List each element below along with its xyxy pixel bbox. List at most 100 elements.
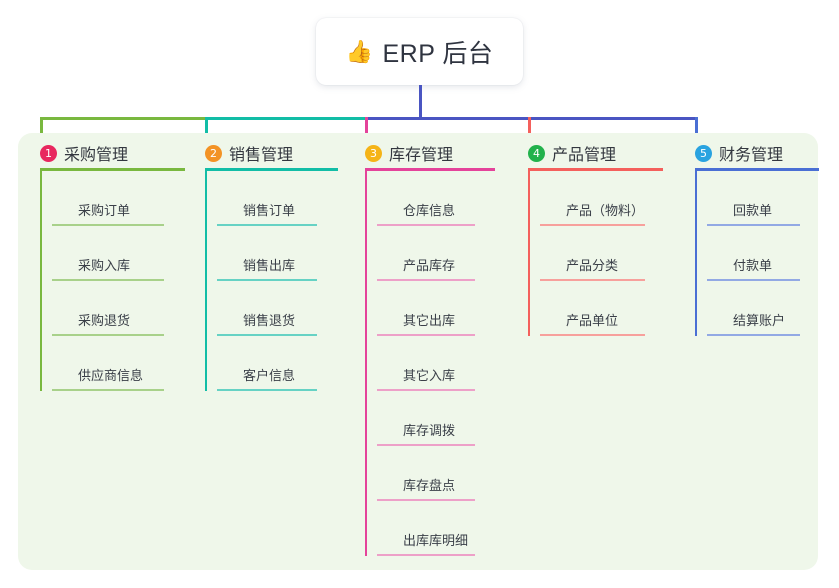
branch-underline-1 (40, 168, 185, 171)
branch-stub-5 (695, 117, 698, 143)
leaf-item[interactable]: 付款单 (707, 226, 800, 281)
branch-spine-5 (695, 171, 697, 336)
leaf-label: 出库库明细 (403, 533, 469, 548)
leaf-item[interactable]: 回款单 (707, 171, 800, 226)
leaf-label: 销售出库 (243, 258, 296, 273)
leaf-underline (52, 334, 164, 336)
leaf-item[interactable]: 产品分类 (540, 226, 645, 281)
branch-underline-4 (528, 168, 663, 171)
leaf-label: 产品库存 (403, 258, 456, 273)
leaf-item[interactable]: 销售退货 (217, 281, 317, 336)
branch-badge-2: 2 (205, 144, 222, 162)
leaf-label: 付款单 (733, 258, 773, 273)
leaf-underline (377, 389, 475, 391)
leaf-label: 销售退货 (243, 313, 296, 328)
root-node[interactable]: 👍 ERP 后台 (316, 18, 523, 85)
leaf-underline (707, 279, 800, 281)
leaf-underline (217, 279, 317, 281)
leaf-underline (377, 499, 475, 501)
branch-spine-2 (205, 171, 207, 391)
leaf-underline (217, 389, 317, 391)
leaf-item[interactable]: 供应商信息 (52, 336, 164, 391)
branch-spine-4 (528, 171, 530, 336)
root-title-text: ERP 后台 (382, 39, 494, 68)
leaf-label: 采购入库 (78, 258, 131, 273)
leaf-label: 供应商信息 (78, 368, 144, 383)
leaf-label: 销售订单 (243, 203, 296, 218)
branch-badge-5: 5 (695, 144, 712, 162)
root-title-group: 👍 ERP 后台 (346, 34, 494, 70)
leaf-label: 结算账户 (733, 313, 786, 328)
leaf-item[interactable]: 产品库存 (377, 226, 475, 281)
leaf-underline (707, 334, 800, 336)
branch-spine-3 (365, 171, 367, 556)
branch-stub-1 (40, 117, 43, 143)
leaf-label: 采购订单 (78, 203, 131, 218)
leaf-item[interactable]: 仓库信息 (377, 171, 475, 226)
leaf-underline (540, 279, 645, 281)
leaf-item[interactable]: 采购退货 (52, 281, 164, 336)
leaf-underline (52, 279, 164, 281)
leaf-item[interactable]: 出库库明细 (377, 501, 475, 556)
leaf-label: 产品分类 (566, 258, 619, 273)
leaf-underline (377, 334, 475, 336)
leaf-label: 库存盘点 (403, 478, 456, 493)
branch-underline-2 (205, 168, 338, 171)
branch-spine-1 (40, 171, 42, 391)
branch-header-5[interactable]: 5 财务管理 (695, 141, 783, 165)
branch-title-3: 库存管理 (389, 147, 454, 164)
branch-header-4[interactable]: 4 产品管理 (528, 141, 616, 165)
branch-underline-5 (695, 168, 819, 171)
leaf-label: 回款单 (733, 203, 773, 218)
branch-stub-2 (205, 117, 208, 143)
leaf-item[interactable]: 库存盘点 (377, 446, 475, 501)
leaf-underline (377, 444, 475, 446)
leaf-label: 采购退货 (78, 313, 131, 328)
leaf-item[interactable]: 客户信息 (217, 336, 317, 391)
leaf-underline (52, 389, 164, 391)
leaf-underline (377, 224, 475, 226)
leaf-underline (217, 334, 317, 336)
branches-panel: 1 采购管理采购订单采购入库采购退货供应商信息 2 销售管理销售订单销售出库销售退货客… (18, 133, 819, 570)
branch-stub-4 (528, 117, 531, 143)
branch-badge-4: 4 (528, 144, 545, 162)
leaf-item[interactable]: 库存调拨 (377, 391, 475, 446)
leaf-item[interactable]: 采购订单 (52, 171, 164, 226)
branch-title-4: 产品管理 (552, 147, 617, 164)
leaf-label: 产品（物料） (566, 203, 645, 218)
branch-header-1[interactable]: 1 采购管理 (40, 141, 128, 165)
leaf-item[interactable]: 产品（物料） (540, 171, 645, 226)
leaf-item[interactable]: 销售订单 (217, 171, 317, 226)
leaf-item[interactable]: 销售出库 (217, 226, 317, 281)
leaf-label: 产品单位 (566, 313, 619, 328)
branch-stub-3 (365, 117, 368, 143)
leaf-label: 库存调拨 (403, 423, 456, 438)
leaf-item[interactable]: 其它出库 (377, 281, 475, 336)
leaf-label: 仓库信息 (403, 203, 456, 218)
leaf-underline (377, 554, 475, 556)
leaf-underline (217, 224, 317, 226)
bus-segment-1 (40, 117, 207, 120)
leaf-item[interactable]: 采购入库 (52, 226, 164, 281)
leaf-underline (707, 224, 800, 226)
leaf-label: 其它出库 (403, 313, 456, 328)
leaf-underline (377, 279, 475, 281)
branch-badge-1: 1 (40, 144, 57, 162)
thumbs-up-icon: 👍 (345, 38, 374, 64)
leaf-item[interactable]: 结算账户 (707, 281, 800, 336)
branch-title-1: 采购管理 (64, 147, 129, 164)
leaf-underline (52, 224, 164, 226)
branch-header-3[interactable]: 3 库存管理 (365, 141, 453, 165)
leaf-underline (540, 224, 645, 226)
leaf-label: 客户信息 (243, 368, 296, 383)
leaf-item[interactable]: 其它入库 (377, 336, 475, 391)
branch-underline-3 (365, 168, 495, 171)
branch-title-5: 财务管理 (719, 147, 784, 164)
branch-badge-3: 3 (365, 144, 382, 162)
branch-title-2: 销售管理 (229, 147, 294, 164)
leaf-underline (540, 334, 645, 336)
bus-segment-2 (205, 117, 367, 120)
leaf-item[interactable]: 产品单位 (540, 281, 645, 336)
branch-header-2[interactable]: 2 销售管理 (205, 141, 293, 165)
